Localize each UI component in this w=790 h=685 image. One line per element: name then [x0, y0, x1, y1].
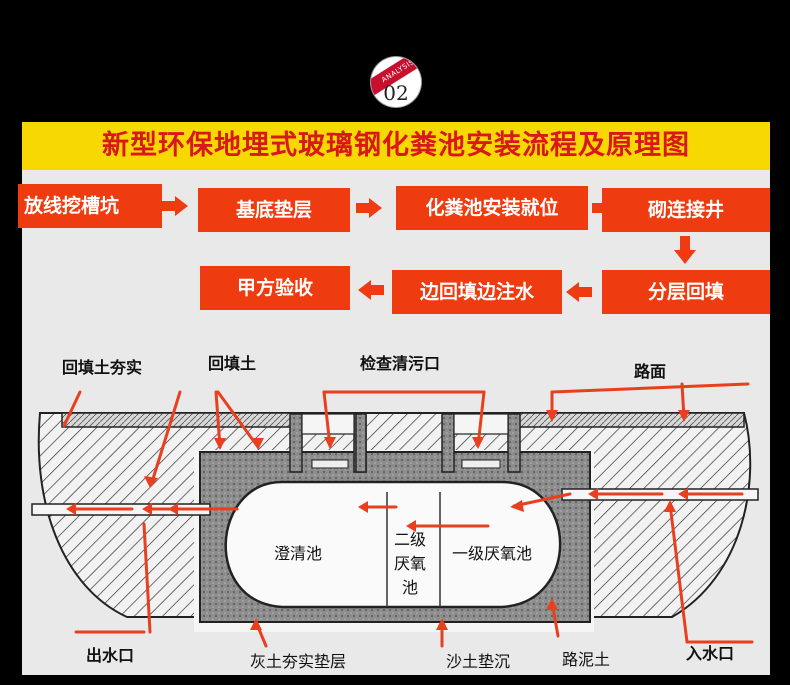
badge-number: 02 — [383, 81, 409, 105]
arrow-left-icon — [566, 282, 592, 302]
arrow-left-icon — [358, 280, 384, 300]
step-2: 基底垫层 — [198, 188, 350, 232]
step-1: 放线挖槽坑 — [18, 184, 162, 228]
road-surface — [61, 412, 295, 428]
label-second-1: 二级 — [394, 530, 427, 549]
septic-tank-cross-section — [31, 382, 759, 648]
label-second-3: 池 — [402, 578, 419, 597]
label-backfill-compact: 回填土夯实 — [62, 358, 143, 377]
step-5: 分层回填 — [602, 270, 770, 314]
diagram-panel: 新型环保地埋式玻璃钢化粪池安装流程及原理图 放线挖槽坑 基底垫层 化粪池安装就位… — [18, 122, 770, 675]
label-road-soil: 路泥土 — [562, 650, 611, 669]
label-road: 路面 — [634, 362, 667, 381]
label-outlet: 出水口 — [86, 646, 135, 665]
step-3: 化粪池安装就位 — [396, 186, 588, 230]
label-first-anaerobic: 一级厌氧池 — [452, 544, 533, 563]
label-backfill: 回填土 — [208, 354, 257, 373]
step-4: 砌连接井 — [602, 188, 770, 232]
step-7: 甲方验收 — [200, 266, 350, 310]
analysis-badge: ANALYSIS 02 — [371, 57, 421, 107]
label-clarifier: 澄清池 — [274, 544, 323, 563]
inspection-risers — [289, 413, 521, 473]
label-inspection-port: 检查清污口 — [360, 354, 441, 373]
label-sand-base: 沙土垫沉 — [446, 652, 511, 671]
label-second-2: 厌氧 — [394, 554, 427, 573]
page-title: 新型环保地埋式玻璃钢化粪池安装流程及原理图 — [22, 122, 770, 170]
label-inlet: 入水口 — [686, 644, 735, 663]
arrow-down-icon — [674, 236, 696, 264]
tank-body — [224, 480, 562, 609]
arrow-right-icon — [356, 198, 382, 218]
step-6: 边回填边注水 — [392, 270, 562, 314]
arrow-right-icon — [162, 196, 188, 216]
label-lime-base: 灰土夯实垫层 — [250, 652, 347, 671]
